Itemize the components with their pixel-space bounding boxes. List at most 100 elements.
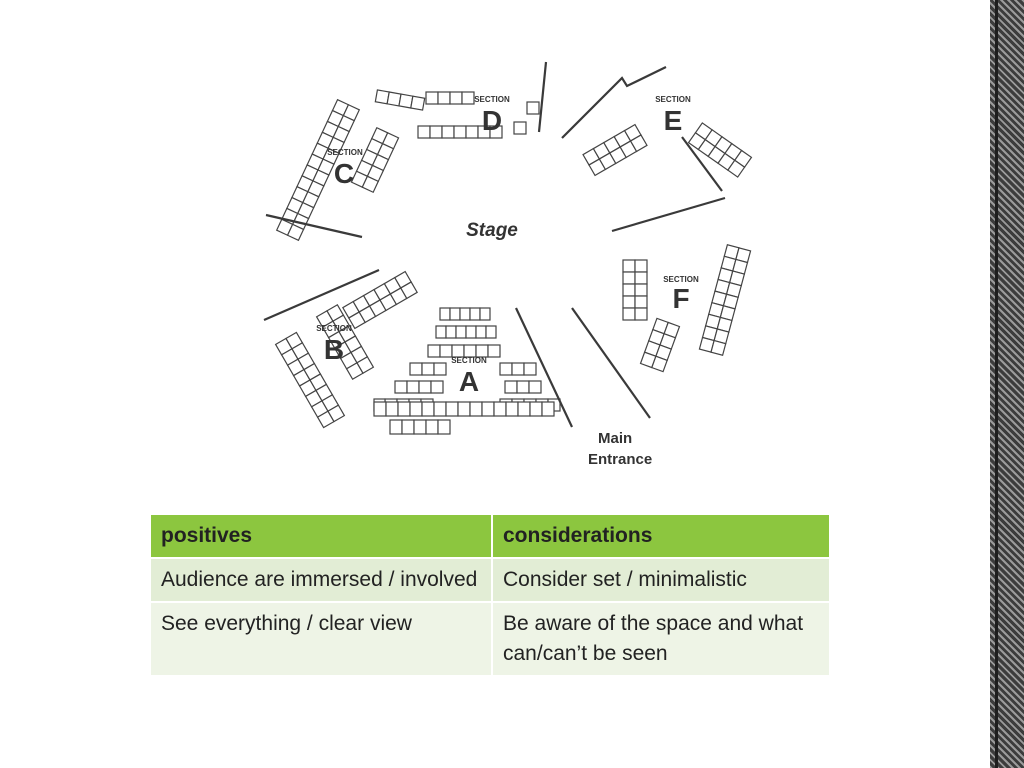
stage-label: Stage [466,220,518,241]
seat-section-f [622,295,636,309]
seat-section-c [361,175,380,194]
seat-section-f [622,259,636,273]
header-positives: positives [149,513,493,559]
seat-section-d [429,125,443,139]
seat-section-a [389,419,403,435]
seat-section-f [622,283,636,297]
decorative-side-line [995,0,998,768]
seat-section-a [504,380,518,394]
seat-section-a [433,362,447,376]
seat-section-a [523,362,537,376]
seat-section-d [449,91,463,105]
seat-section-a [445,401,459,417]
seat-section-d [465,125,479,139]
header-considerations: considerations [491,513,831,559]
wall-line [571,307,651,419]
seating-plan-diagram: Stage SECTION A SECTION B SECTION C SECT… [250,50,780,480]
seat-section-d [489,125,503,139]
seat-section-a [505,401,519,417]
section-e-letter: E [664,105,683,136]
seat-section-f [634,295,648,309]
seat-section-a [457,401,471,417]
seating-plan-svg: Stage SECTION A SECTION B SECTION C SECT… [263,61,753,468]
seat-section-a [418,380,432,394]
seat-section-c [410,95,426,111]
seat-section-a [449,307,461,321]
seat-section-f [634,307,648,321]
section-b-caption: SECTION [316,324,352,333]
seat-section-a [469,307,481,321]
seat-section-a [465,325,477,339]
main-entrance-line2: Entrance [588,451,652,468]
seat-section-a [421,362,435,376]
table-row: Audience are immersed / involved Conside… [149,557,831,603]
section-f-caption: SECTION [663,275,699,284]
wall-line [265,213,363,239]
wall-line [611,196,726,233]
seat-section-a [485,325,497,339]
section-b-letter: B [324,334,344,365]
seat-section-f [622,271,636,285]
table-cell: See everything / clear view [149,601,493,677]
section-d-caption: SECTION [474,95,510,104]
wall-line [515,307,573,428]
seat-section-a [517,401,531,417]
seat-section-a [445,325,457,339]
table-cell: Consider set / minimalistic [491,557,831,603]
seat-section-d [437,91,451,105]
seat-section-a [437,419,451,435]
seat-section-a [528,380,542,394]
seat-section-a [511,362,525,376]
section-a-caption: SECTION [451,356,487,365]
seat-section-d [453,125,467,139]
seat-section-e [629,134,648,153]
seat-section-b [327,404,346,423]
seat-section-a [541,401,555,417]
table-row: See everything / clear view Be aware of … [149,601,831,677]
section-a-letter: A [459,366,479,397]
table-cell: Be aware of the space and what can/can’t… [491,601,831,677]
seat-section-d [513,121,527,135]
table-header-row: positives considerations [149,513,831,559]
seat-section-f [634,259,648,273]
seat-section-f [710,339,727,357]
seat-section-d [441,125,455,139]
seat-section-a [427,344,441,358]
section-c-caption: SECTION [327,148,363,157]
wall-line [537,61,548,133]
section-d-letter: D [482,105,502,136]
seat-section-a [493,401,507,417]
seat-section-a [406,380,420,394]
seat-section-a [373,401,387,417]
seat-section-a [401,419,415,435]
seat-section-a [516,380,530,394]
seat-section-f [651,355,668,373]
seat-section-b [356,355,375,374]
seating-blocks [274,89,753,435]
seat-section-a [433,401,447,417]
seat-section-f [634,283,648,297]
seat-section-d [461,91,475,105]
seat-section-a [479,307,491,321]
seat-section-a [439,307,451,321]
seat-section-a [394,380,408,394]
seat-section-a [529,401,543,417]
seat-section-a [397,401,411,417]
seat-section-d [526,101,540,115]
seat-section-a [487,344,501,358]
seat-section-a [435,325,447,339]
seat-section-c [286,223,305,242]
seat-section-a [430,380,444,394]
seat-section-d [425,91,439,105]
positives-considerations-table: positives considerations Audience are im… [149,513,831,677]
section-e-caption: SECTION [655,95,691,104]
seat-section-a [481,401,495,417]
wall-line [681,136,723,192]
seat-section-a [469,401,483,417]
seat-section-f [622,307,636,321]
seat-section-d [417,125,431,139]
seat-section-a [385,401,399,417]
seat-section-f [634,271,648,285]
wall-line [561,66,667,139]
table-cell: Audience are immersed / involved [149,557,493,603]
